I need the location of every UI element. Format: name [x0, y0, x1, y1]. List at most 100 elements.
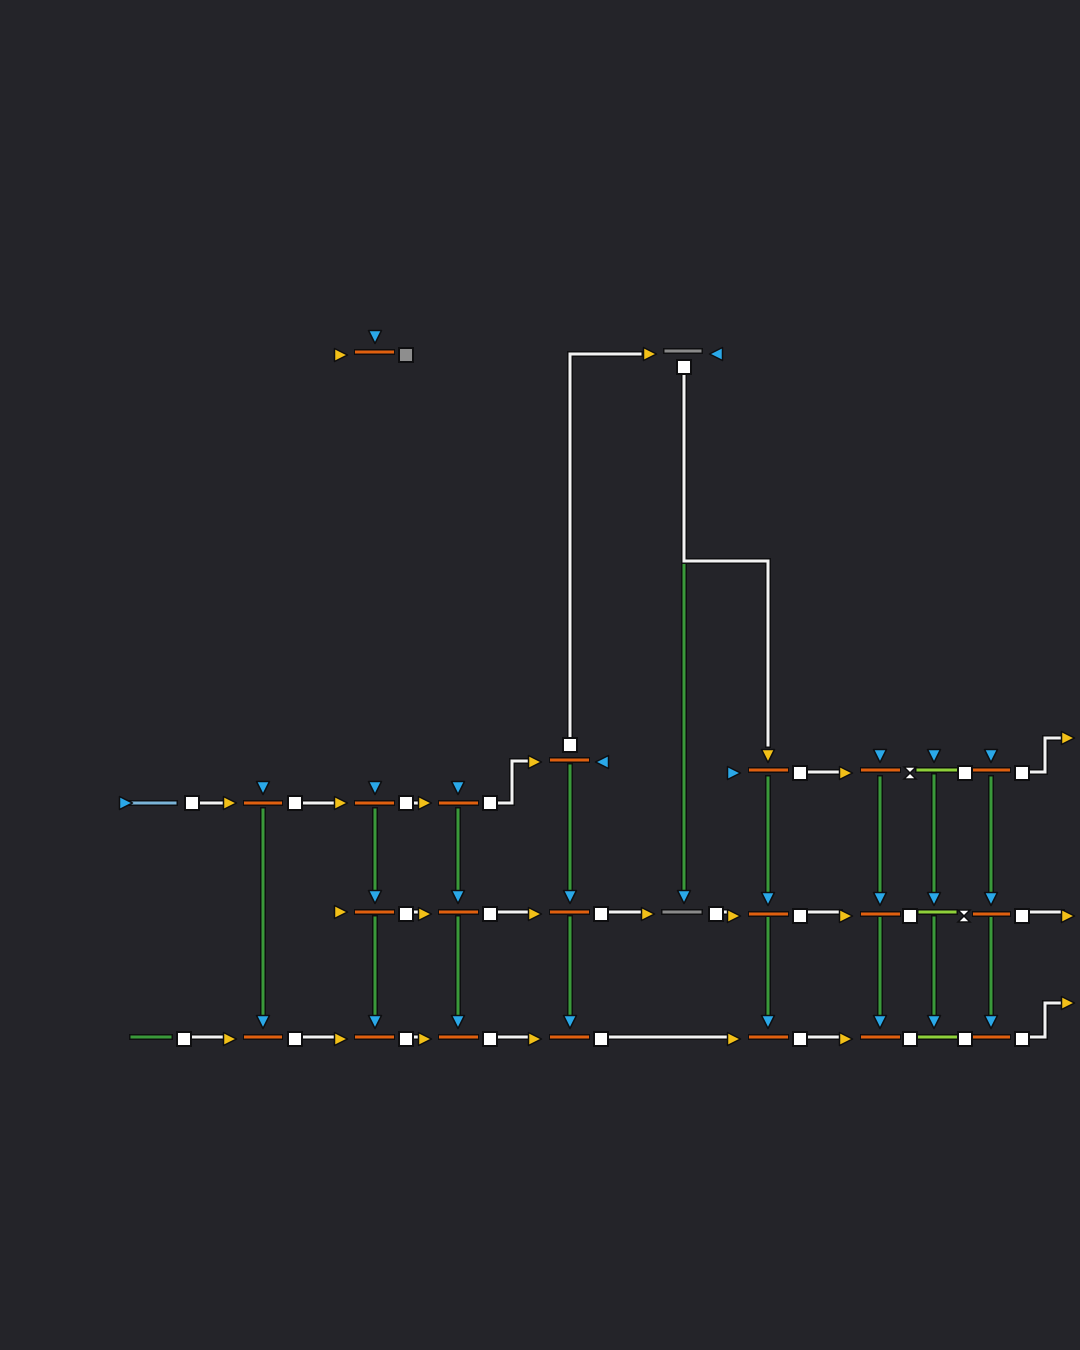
row-b-box-2[interactable] [482, 906, 498, 922]
row-b-box-5[interactable] [792, 908, 808, 924]
row-b-port-4[interactable] [640, 906, 656, 922]
row-b-junction-1-control[interactable] [367, 889, 383, 905]
row-d-junction-4-control[interactable] [983, 748, 999, 764]
row-c-junction-5[interactable] [749, 1035, 788, 1039]
feedback-loop-left[interactable] [567, 351, 643, 741]
isolated-node-bar[interactable] [355, 350, 394, 354]
row-b-port-5[interactable] [726, 908, 742, 924]
row-a-junction-4-box[interactable] [562, 737, 578, 753]
row-b-junction-7[interactable] [973, 912, 1010, 916]
row-c-port-3[interactable] [417, 1031, 433, 1047]
row-d-port-1[interactable] [838, 765, 854, 781]
row-a-junction-1[interactable] [244, 801, 282, 805]
row-c-box-6[interactable] [792, 1031, 808, 1047]
row-d-box-2[interactable] [957, 765, 973, 781]
row-c-junction-2-control[interactable] [367, 1014, 383, 1030]
row-c-port-5[interactable] [726, 1031, 742, 1047]
row-c-box-4[interactable] [482, 1031, 498, 1047]
row-a-junction-1-control[interactable] [255, 780, 271, 796]
row-b-box-6[interactable] [902, 908, 918, 924]
top-node-output-box[interactable] [676, 359, 692, 375]
row-a-box-3[interactable] [398, 795, 414, 811]
row-b-box-3[interactable] [593, 906, 609, 922]
row-a-junction-2-control[interactable] [367, 780, 383, 796]
top-node-side-port[interactable] [708, 346, 724, 362]
row-c-port-2[interactable] [333, 1031, 349, 1047]
row-d-junction-4[interactable] [973, 768, 1010, 772]
row-c-junction-5-control[interactable] [760, 1014, 776, 1030]
row-a-source-port[interactable] [118, 795, 134, 811]
row-a-box-2[interactable] [287, 795, 303, 811]
row-d-junction-2-control[interactable] [872, 748, 888, 764]
row-d-crossover-1[interactable] [902, 766, 918, 780]
row-a-box-1[interactable] [184, 795, 200, 811]
row-c-box-9[interactable] [1014, 1031, 1030, 1047]
row-d-box-3[interactable] [1014, 765, 1030, 781]
row-a-port-1[interactable] [222, 795, 238, 811]
row-a-wire-4[interactable] [487, 758, 531, 806]
row-c-box-2[interactable] [287, 1031, 303, 1047]
row-d-box-1[interactable] [792, 765, 808, 781]
row-b-junction-1[interactable] [355, 910, 394, 914]
row-c-junction-7-control[interactable] [926, 1014, 942, 1030]
row-c-output-wire[interactable] [1019, 1000, 1065, 1040]
row-c-box-3[interactable] [398, 1031, 414, 1047]
row-b-junction-3[interactable] [550, 910, 589, 914]
row-c-port-4[interactable] [527, 1031, 543, 1047]
isolated-node-control-port[interactable] [367, 329, 383, 345]
row-c-junction-2[interactable] [355, 1035, 394, 1039]
row-c-junction-4[interactable] [550, 1035, 589, 1039]
row-d-junction-2[interactable] [861, 768, 900, 772]
row-b-port-3[interactable] [527, 906, 543, 922]
isolated-node-input-port[interactable] [333, 347, 349, 363]
row-b-junction-5[interactable] [861, 912, 900, 916]
row-c-junction-6-control[interactable] [872, 1014, 888, 1030]
row-b-junction-4[interactable] [749, 912, 788, 916]
row-c-junction-4-control[interactable] [562, 1014, 578, 1030]
row-c-junction-1[interactable] [244, 1035, 282, 1039]
row-b-trunk-control[interactable] [676, 889, 692, 905]
row-a-junction-3-control[interactable] [450, 780, 466, 796]
row-a-box-4[interactable] [482, 795, 498, 811]
row-d-junction-3-control[interactable] [926, 748, 942, 764]
row-a-junction-2[interactable] [355, 801, 394, 805]
row-b-port-6[interactable] [838, 908, 854, 924]
row-b-junction-2-control[interactable] [450, 889, 466, 905]
row-b-port-2[interactable] [417, 906, 433, 922]
row-b-port-1[interactable] [333, 904, 349, 920]
row-b-junction-2[interactable] [439, 910, 478, 914]
row-c-junction-6[interactable] [861, 1035, 900, 1039]
row-d-feedback-port[interactable] [760, 748, 776, 764]
row-c-output-port[interactable] [1060, 995, 1076, 1011]
row-c-port-6[interactable] [838, 1031, 854, 1047]
row-c-junction-3[interactable] [439, 1035, 478, 1039]
row-b-junction-4-control[interactable] [760, 891, 776, 907]
row-c-junction-8[interactable] [973, 1035, 1010, 1039]
isolated-node-output-box[interactable] [398, 347, 414, 363]
row-a-port-3[interactable] [417, 795, 433, 811]
row-b-junction-3-control[interactable] [562, 889, 578, 905]
row-d-junction-1[interactable] [749, 768, 788, 772]
row-d-output-wire[interactable] [1019, 735, 1065, 775]
row-a-junction-4[interactable] [550, 758, 589, 762]
row-a-junction-3[interactable] [439, 801, 478, 805]
row-c-junction-8-control[interactable] [983, 1014, 999, 1030]
row-a-port-4[interactable] [527, 754, 543, 770]
row-b-box-1[interactable] [398, 906, 414, 922]
row-c-box-8[interactable] [957, 1031, 973, 1047]
row-d-source-port[interactable] [726, 765, 742, 781]
row-c-box-1[interactable] [176, 1031, 192, 1047]
row-b-junction-7-control[interactable] [983, 891, 999, 907]
row-b-junction-6-control[interactable] [926, 891, 942, 907]
row-a-port-2[interactable] [333, 795, 349, 811]
row-b-output-port[interactable] [1060, 908, 1076, 924]
row-c-box-5[interactable] [593, 1031, 609, 1047]
row-c-box-7[interactable] [902, 1031, 918, 1047]
row-b-box-7[interactable] [1014, 908, 1030, 924]
row-c-port-1[interactable] [222, 1031, 238, 1047]
row-b-crossover-1[interactable] [956, 909, 972, 923]
top-node-input-port[interactable] [642, 346, 658, 362]
feedback-loop-right[interactable] [681, 371, 771, 748]
row-c-junction-3-control[interactable] [450, 1014, 466, 1030]
